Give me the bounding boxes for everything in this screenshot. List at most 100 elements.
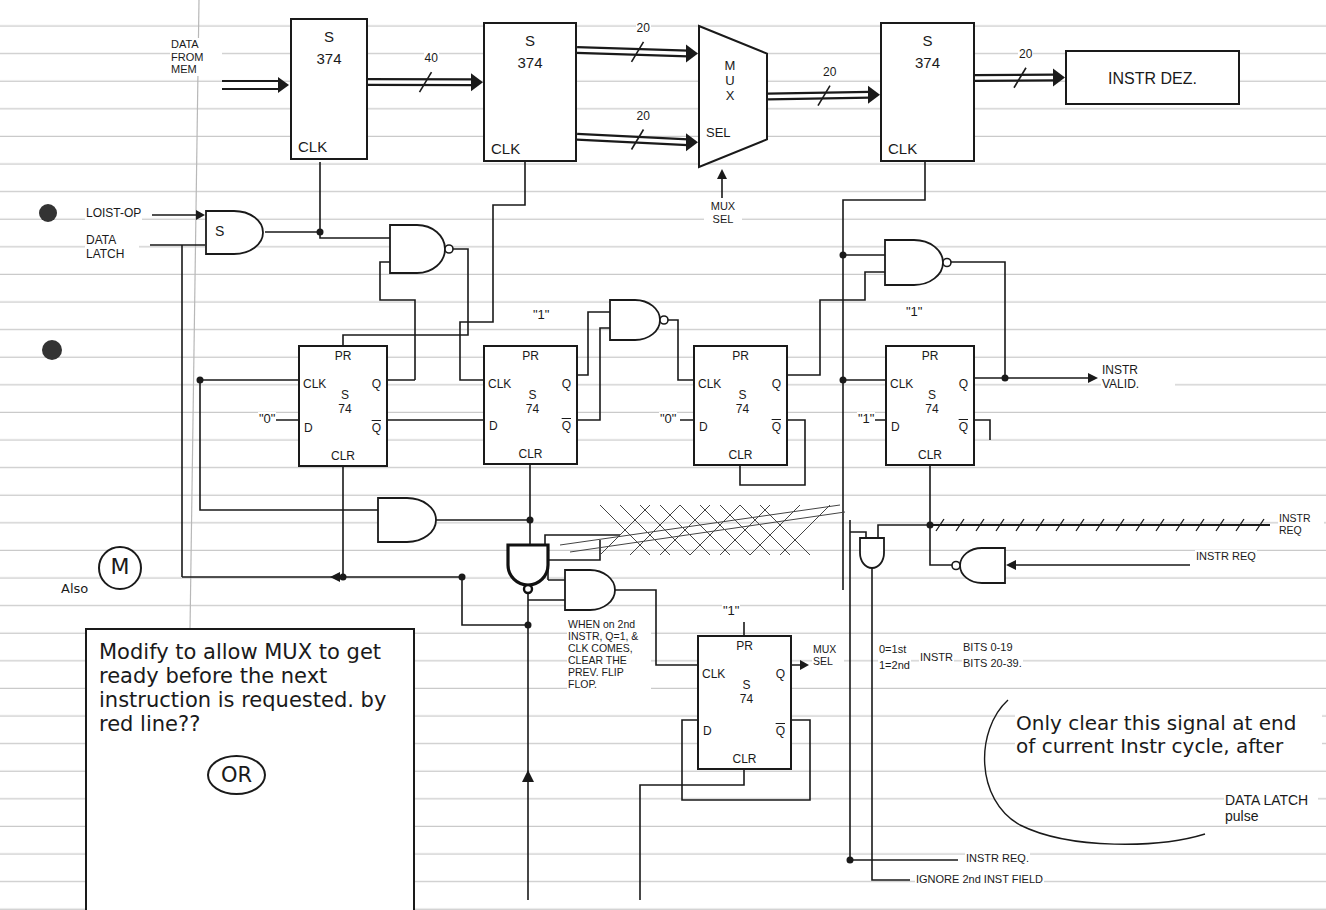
bus-core: [577, 137, 688, 142]
junction-dot: [840, 377, 847, 384]
bus-outline: [975, 74, 1055, 83]
arrow-head: [278, 77, 289, 93]
signal-label: BITS 0-19: [962, 641, 1014, 654]
pin-label: S 74: [920, 389, 944, 417]
arrow-head: [800, 660, 809, 670]
pin-label: Q: [562, 378, 571, 392]
signal-label: "1": [722, 604, 740, 619]
gate-outline: [206, 211, 263, 254]
pin-label: S 74: [731, 389, 755, 417]
pin-label: CLK: [890, 378, 913, 392]
note-text: Modify to allow MUX to get ready before …: [99, 640, 405, 737]
signal-label: MUX SEL: [812, 643, 844, 667]
bus-width-label: 20: [636, 110, 651, 124]
register-chip: S374CLK: [290, 18, 368, 160]
bus-outline: [577, 137, 688, 142]
bus-core: [768, 95, 870, 97]
bus-core: [975, 76, 1055, 80]
pin-label: PR: [300, 350, 386, 364]
pin-label: Q: [959, 378, 968, 392]
mux-symbol: MUXSEL: [698, 25, 768, 168]
bus-core: [368, 80, 473, 84]
pin-label: S 74: [735, 679, 759, 707]
pin-label: CLK: [702, 668, 725, 682]
signal-label: INSTR VALID.: [1101, 364, 1175, 392]
chip-label: 374: [485, 54, 575, 71]
flip-flop-chip: PRCLKS 74QDQCLR: [885, 345, 975, 466]
pin-label: S 74: [521, 389, 545, 417]
pin-label: CLR: [887, 449, 973, 463]
signal-label: IGNORE 2nd INST FIELD: [915, 873, 1044, 886]
signal-label: DATA LATCH: [85, 234, 139, 262]
gate-label: S: [215, 223, 224, 239]
pin-label: D: [891, 421, 900, 435]
signal-label: INSTR REQ: [1195, 550, 1257, 563]
signal-label: 0=1st: [878, 643, 907, 656]
pin-label: Q: [772, 421, 781, 435]
pin-label: Q: [776, 725, 785, 739]
pin-label: Q: [772, 378, 781, 392]
bus-width-label: 20: [1018, 48, 1033, 62]
chip-label: S: [485, 32, 575, 49]
pin-label: D: [703, 725, 712, 739]
signal-label: "1": [857, 412, 875, 427]
nand-gate: [610, 300, 660, 340]
bus-width-label: 40: [424, 52, 439, 66]
bus-core: [577, 50, 688, 54]
pin-label: PR: [887, 350, 973, 364]
pin-label: CLR: [485, 448, 576, 462]
binder-hole: [42, 340, 62, 360]
arrow-head: [1088, 373, 1098, 383]
and-gate: [378, 498, 436, 542]
inversion-bubble: [445, 245, 453, 253]
and-gate: [565, 570, 615, 610]
chip-label: 374: [292, 50, 366, 67]
bus-outline: [368, 78, 473, 86]
junction-dot: [527, 517, 534, 524]
inversion-bubble: [943, 259, 951, 267]
input-bus: [222, 81, 280, 89]
signal-label: INSTR REQ.: [965, 852, 1030, 865]
pin-label: CLK: [488, 378, 511, 392]
bus-width-slash: [1014, 68, 1026, 88]
mux-outline: [699, 26, 767, 167]
signal-label: DATA FROM MEM: [170, 38, 222, 76]
mux-label: MUX: [722, 59, 738, 104]
junction-dot: [525, 622, 532, 629]
pin-label: CLK: [303, 378, 326, 392]
nand-gate-bold: [508, 545, 548, 585]
flip-flop-chip: PRCLKS 74QDQCLR: [483, 345, 578, 465]
arrow-head: [686, 133, 698, 151]
pin-label: Q: [372, 422, 381, 436]
pin-label: S 74: [333, 389, 357, 417]
signal-label: INSTR REQ: [1278, 512, 1324, 536]
inversion-bubble: [524, 585, 532, 593]
chip-label: CLK: [888, 140, 917, 157]
register-chip: S374CLK: [483, 22, 577, 162]
and-gate: [860, 538, 884, 568]
chip-label: S: [882, 32, 973, 49]
bus-arrow: [577, 130, 698, 152]
signal-label: "0": [659, 412, 677, 427]
box-label: INSTR DEZ.: [1067, 70, 1238, 88]
junction-dot: [340, 574, 347, 581]
chip-label: S: [292, 28, 366, 45]
signal-label: Also: [60, 582, 89, 597]
pin-label: CLR: [695, 449, 786, 463]
pin-label: CLR: [699, 753, 790, 767]
scribble: [560, 505, 845, 555]
arrow-head: [196, 210, 205, 220]
arrow-head: [330, 572, 340, 582]
arrow-head: [686, 45, 698, 63]
pin-label: CLK: [698, 378, 721, 392]
signal-label: "1": [532, 308, 550, 323]
node-outline: [205, 210, 265, 255]
pin-label: PR: [695, 350, 786, 364]
pin-label: D: [489, 420, 498, 434]
pin-label: D: [699, 421, 708, 435]
bus-outline: [577, 50, 688, 54]
bus-width-slash: [818, 86, 830, 106]
bus-outline: [768, 95, 870, 97]
arrow-head: [868, 86, 880, 104]
note-text: OR: [207, 755, 266, 795]
